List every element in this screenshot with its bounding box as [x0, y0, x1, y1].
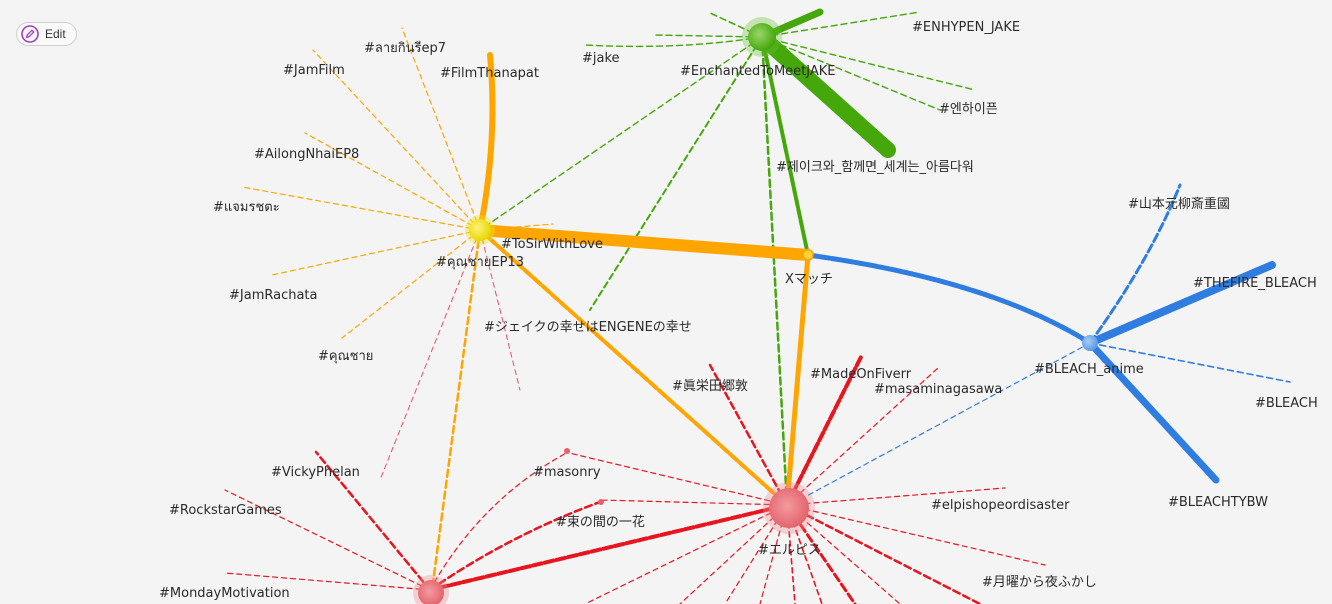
label-yamamoto[interactable]: #山本元柳斎重國 — [1128, 196, 1230, 212]
edge — [759, 504, 788, 604]
red-edges — [224, 229, 1046, 604]
node-bleach-anime[interactable] — [1082, 335, 1098, 351]
edge — [584, 504, 788, 604]
label-bleach[interactable]: #BLEACH — [1255, 396, 1318, 411]
edit-label: Edit — [45, 27, 66, 41]
edge — [401, 27, 481, 231]
node-lower-left-hub[interactable] — [413, 575, 449, 604]
label-getsuyou[interactable]: #月曜から夜ふかし — [982, 575, 1097, 590]
edge — [761, 11, 921, 38]
edge — [786, 504, 901, 604]
label-enhaipun[interactable]: #엔하이픈 — [939, 102, 998, 117]
label-jake-engene[interactable]: #ジェイクの幸せはENGENEの幸せ — [484, 320, 692, 335]
pencil-icon — [21, 25, 39, 43]
label-jake-korean[interactable]: #제이크와_함께면_세계는_아름다워 — [776, 160, 974, 175]
edge — [479, 36, 763, 231]
label-tsukanoma[interactable]: #束の間の一花 — [556, 514, 645, 530]
label-jake[interactable]: #jake — [582, 51, 620, 66]
edge — [654, 34, 763, 38]
edit-button[interactable]: Edit — [16, 22, 77, 46]
edge — [224, 489, 431, 591]
node-elpis[interactable] — [763, 482, 815, 534]
label-elpisho[interactable]: #elpishopeordisaster — [931, 498, 1070, 513]
labels: #EnchantedToMeetJAKE #คุณชายEP13 Xマッチ #B… — [159, 20, 1318, 601]
edge — [789, 342, 1091, 506]
edge — [312, 49, 481, 231]
edge — [754, 29, 896, 158]
edge — [761, 36, 941, 111]
node-khunchai[interactable] — [465, 215, 495, 245]
edge — [786, 504, 1046, 566]
label-ailong[interactable]: #AilongNhaiEP8 — [254, 147, 359, 162]
edge — [679, 504, 788, 604]
label-monday[interactable]: #MondayMotivation — [159, 586, 290, 601]
edge — [589, 36, 763, 311]
label-madeonfiverr[interactable]: #MadeOnFiverr — [810, 367, 912, 382]
label-laikanri[interactable]: #ลายกินรีep7 — [364, 40, 446, 56]
edge — [379, 229, 481, 481]
label-jamfilm[interactable]: #JamFilm — [283, 63, 345, 78]
edge — [786, 487, 1006, 506]
edge — [784, 252, 811, 508]
edge — [241, 186, 481, 231]
label-vicky[interactable]: #VickyPhelan — [271, 465, 360, 480]
edge — [271, 229, 481, 276]
label-jamrachata[interactable]: #JamRachata — [229, 288, 318, 303]
edge — [224, 572, 431, 591]
edge — [1086, 261, 1276, 347]
edge — [304, 132, 481, 231]
edge — [761, 36, 976, 91]
label-bleach-anime[interactable]: #BLEACH_anime — [1034, 362, 1144, 377]
edge — [474, 224, 814, 261]
edge — [785, 503, 982, 604]
edge — [785, 353, 864, 507]
minor-nodes — [564, 448, 604, 505]
edge — [760, 35, 810, 257]
label-shinsuke[interactable]: #眞栄田郷敦 — [672, 378, 748, 394]
edge — [564, 451, 788, 506]
edge — [1088, 183, 1182, 345]
label-khunchai[interactable]: #คุณชายEP13 — [436, 255, 524, 270]
label-khunchai2[interactable]: #คุณชาย — [318, 349, 373, 364]
label-xmatch[interactable]: Xマッチ — [785, 272, 833, 287]
edge — [760, 35, 789, 507]
edge — [1086, 339, 1220, 484]
blue-edges — [789, 183, 1291, 506]
label-masami[interactable]: #masaminagasawa — [874, 382, 1002, 397]
edge — [428, 503, 789, 592]
edge — [428, 500, 602, 592]
node-xmatch[interactable] — [802, 249, 814, 261]
label-elpis[interactable]: #エルピス — [758, 543, 821, 558]
label-rockstar[interactable]: #RockstarGames — [169, 503, 282, 518]
edge — [805, 252, 1093, 346]
edge — [314, 450, 432, 592]
edge — [479, 229, 521, 391]
nodes — [413, 17, 1098, 604]
label-bleachtybw[interactable]: #BLEACHTYBW — [1168, 495, 1268, 510]
label-filmthanapat[interactable]: #FilmThanapat — [440, 66, 539, 81]
green-edges — [479, 8, 976, 507]
label-enhypen-jake[interactable]: #ENHYPEN_JAKE — [912, 20, 1020, 35]
edge — [1089, 342, 1291, 383]
orange-edges — [241, 27, 814, 592]
edge — [786, 367, 939, 506]
node-enchanted[interactable] — [742, 17, 782, 57]
edge — [429, 451, 569, 591]
edges — [224, 8, 1291, 604]
label-masonry[interactable]: #masonry — [533, 465, 601, 480]
label-enchanted[interactable]: #EnchantedToMeetJAKE — [680, 64, 836, 79]
edge — [786, 504, 796, 604]
label-jaemrot[interactable]: #แจมรชตะ — [213, 200, 280, 215]
edge — [478, 228, 789, 507]
edge — [599, 499, 788, 506]
label-thefire[interactable]: #THEFIRE_BLEACH — [1193, 276, 1317, 291]
edge — [584, 36, 763, 48]
edge — [341, 229, 481, 339]
edge — [708, 363, 789, 507]
label-tosir[interactable]: #ToSirWithLove — [501, 237, 603, 252]
edge — [477, 52, 496, 233]
edge — [430, 228, 482, 592]
